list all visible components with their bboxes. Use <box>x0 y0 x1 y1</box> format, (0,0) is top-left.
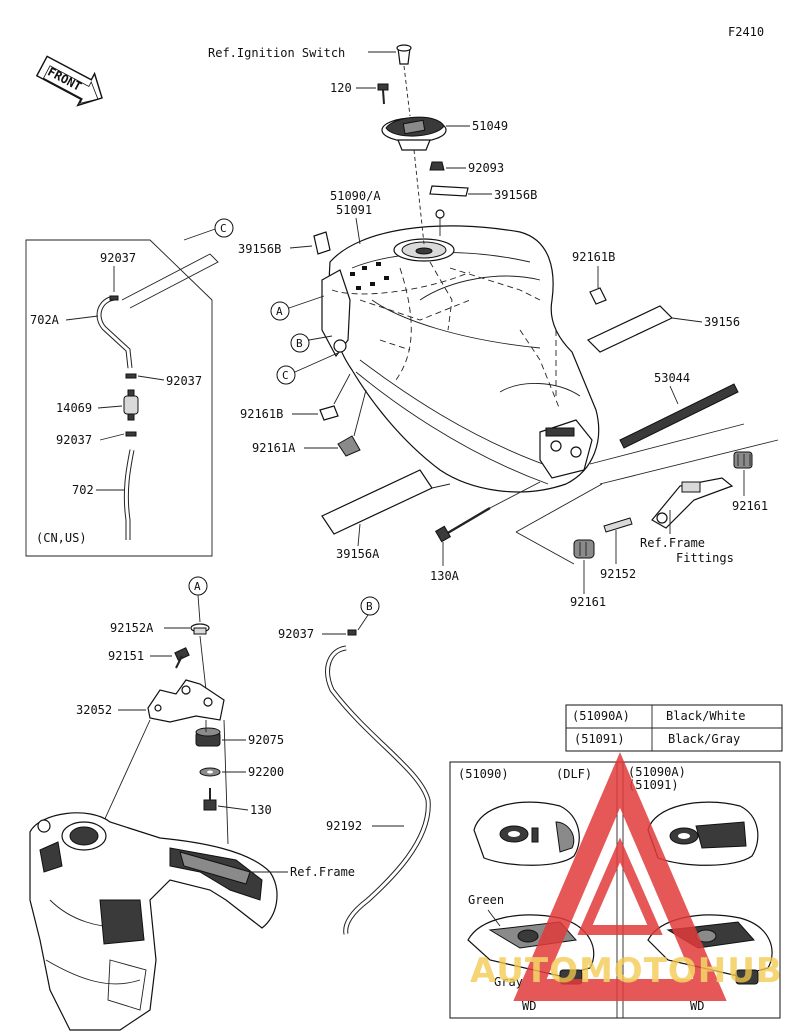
fuel-cap-51049 <box>381 116 447 151</box>
label-92161B-left: 92161B <box>240 407 283 421</box>
pad-39156A <box>321 469 433 535</box>
callout-a-bracket: A <box>194 580 201 593</box>
damper-92075 <box>195 727 221 747</box>
label-39156B-top: 39156B <box>494 188 537 202</box>
label-92161B-right: 92161B <box>572 250 615 264</box>
washer-92200 <box>199 767 221 777</box>
bolt-130A <box>434 506 491 543</box>
strip-53044 <box>619 383 739 449</box>
ref-frame-fittings-line2: Fittings <box>676 551 734 565</box>
color-table-code-1: (51090A) <box>572 709 630 723</box>
label-702: 702 <box>72 483 94 497</box>
watermark-logo: AUTOMOTOHUB <box>470 752 783 1001</box>
damper-92161B-left <box>319 405 339 421</box>
front-arrow-icon: FRONT <box>35 55 103 107</box>
label-92037-a: 92037 <box>100 251 136 265</box>
frame-fittings-bracket <box>651 477 734 529</box>
color-table-color-2: Black/Gray <box>668 732 740 746</box>
figure-code: F2410 <box>728 25 764 39</box>
color-table-color-1: Black/White <box>666 709 745 723</box>
label-39156: 39156 <box>704 315 740 329</box>
pad-39156B-left <box>313 231 331 255</box>
bracket-32052 <box>147 679 225 723</box>
label-92093: 92093 <box>468 161 504 175</box>
drain-grommet-92093 <box>429 161 445 171</box>
variant-color-gray: Gray <box>494 975 523 989</box>
label-32052: 32052 <box>76 703 112 717</box>
bolt-120 <box>377 83 389 105</box>
ref-frame-label: Ref.Frame <box>290 865 355 879</box>
variant-left-code: (51090) <box>458 767 509 781</box>
ref-ignition-switch-label: Ref.Ignition Switch <box>208 46 345 60</box>
label-120: 120 <box>330 81 352 95</box>
label-51049: 51049 <box>472 119 508 133</box>
label-92200: 92200 <box>248 765 284 779</box>
hose-inset-cn-us <box>25 227 219 557</box>
variant-wd-left: WD <box>522 999 536 1013</box>
label-130: 130 <box>250 803 272 817</box>
label-92192: 92192 <box>326 819 362 833</box>
grommet-92161-right <box>733 451 753 469</box>
label-39156B-left: 39156B <box>238 242 281 256</box>
grommet-92161-bottom <box>573 539 595 559</box>
variant-wd-right: WD <box>690 999 704 1013</box>
label-92151: 92151 <box>108 649 144 663</box>
callout-b-tank: B <box>296 337 303 350</box>
collar-92152A <box>190 623 210 635</box>
watermark-text: AUTOMOTOHUB <box>470 951 783 991</box>
variant-color-green: Green <box>468 893 504 907</box>
pad-39156B-top <box>429 185 469 197</box>
label-14069: 14069 <box>56 401 92 415</box>
label-702A: 702A <box>30 313 60 327</box>
tank-hidden-lines <box>331 261 561 411</box>
label-51090A: 51090/A <box>330 189 381 203</box>
label-92075: 92075 <box>248 733 284 747</box>
damper-92161A <box>337 435 361 457</box>
damper-92161B-right <box>589 287 607 305</box>
inset-region-note: (CN,US) <box>36 531 87 545</box>
color-table: (51090A) Black/White (51091) Black/Gray <box>565 704 783 752</box>
callout-b-hose: B <box>366 600 373 613</box>
label-39156A: 39156A <box>336 547 380 561</box>
pad-39156 <box>586 305 674 353</box>
label-92161A: 92161A <box>252 441 296 455</box>
ref-frame-fittings-line1: Ref.Frame <box>640 536 705 550</box>
color-table-code-2: (51091) <box>574 732 625 746</box>
label-130A: 130A <box>430 569 460 583</box>
label-53044: 53044 <box>654 371 690 385</box>
collar-92152 <box>603 517 633 533</box>
label-92152: 92152 <box>600 567 636 581</box>
frame-assembly <box>29 812 278 1031</box>
callout-c-inset: C <box>220 222 227 235</box>
label-92037-c: 92037 <box>56 433 92 447</box>
clamp-92037-d <box>347 629 357 636</box>
label-51091: 51091 <box>336 203 372 217</box>
label-92037-b: 92037 <box>166 374 202 388</box>
callout-c-tank: C <box>282 369 289 382</box>
fuel-tank-assembly <box>321 225 600 493</box>
callout-a-tank: A <box>276 305 283 318</box>
bolt-130 <box>203 788 217 811</box>
variant-left-market: (DLF) <box>556 767 592 781</box>
hose-92192 <box>325 645 431 935</box>
label-92037-d: 92037 <box>278 627 314 641</box>
label-92161-right: 92161 <box>732 499 768 513</box>
ignition-switch-bolt <box>396 44 412 65</box>
label-92161-bottom: 92161 <box>570 595 606 609</box>
variant-right-code-2: (51091) <box>628 778 679 792</box>
bolt-92151 <box>174 647 190 669</box>
variant-right-code-1: (51090A) <box>628 765 686 779</box>
label-92152A: 92152A <box>110 621 154 635</box>
